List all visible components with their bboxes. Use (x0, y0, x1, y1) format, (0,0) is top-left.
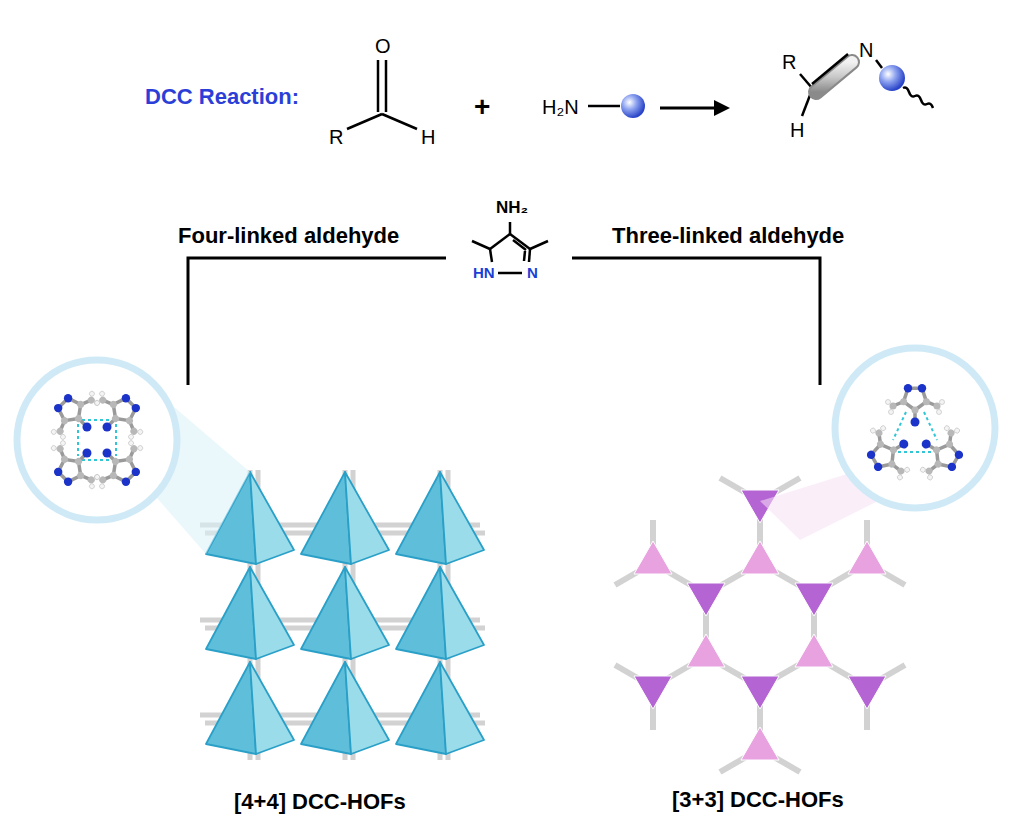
atom-label: H₂N (542, 96, 579, 118)
left-inset (17, 360, 250, 554)
framework-label: [3+3] DCC-HOFs (672, 788, 844, 812)
imine-product (800, 54, 933, 116)
pyrazole-structure (472, 222, 548, 262)
atom-label: H (421, 126, 435, 148)
nn-bond (498, 272, 522, 275)
reaction-title: DCC Reaction: (145, 85, 299, 109)
atom-label: NH₂ (496, 199, 528, 218)
tetrahedral-framework (200, 470, 485, 760)
amine-sphere (621, 94, 645, 118)
branch-label: Four-linked aldehyde (178, 224, 399, 248)
atom-label: R (329, 126, 343, 148)
atom-label: H (790, 119, 804, 141)
honeycomb-framework (615, 478, 905, 772)
amine-bond (588, 105, 620, 108)
atom-label: N (859, 39, 873, 61)
framework-label: [4+4] DCC-HOFs (234, 790, 406, 814)
plus-sign: + (474, 92, 490, 123)
aldehyde-bonds (347, 60, 417, 129)
right-inset (760, 348, 995, 540)
atom-label: N (527, 265, 538, 282)
atom-label: R (782, 51, 796, 73)
atom-label: O (375, 35, 391, 57)
reaction-arrow (660, 100, 730, 116)
branch-lines (188, 258, 820, 385)
branch-label: Three-linked aldehyde (612, 224, 844, 248)
atom-label: HN (473, 265, 495, 282)
